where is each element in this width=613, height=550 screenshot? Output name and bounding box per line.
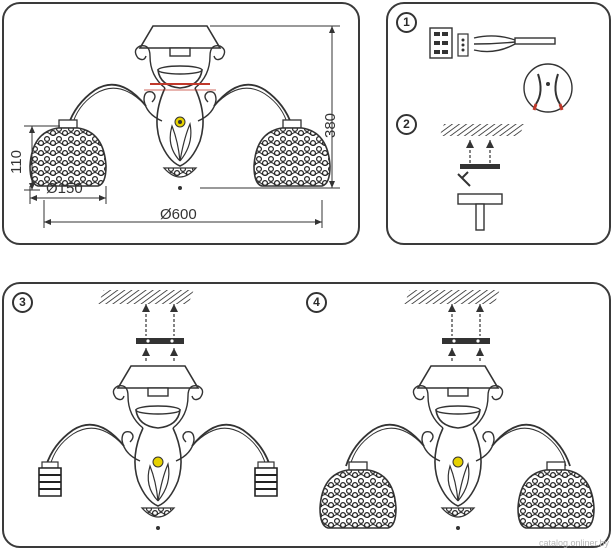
terminal-block-icon bbox=[429, 27, 469, 59]
step-3-badge: 3 bbox=[12, 292, 33, 313]
ceiling-mount-step2 bbox=[439, 124, 524, 231]
chandelier-step4 bbox=[345, 365, 571, 531]
chandelier-front-view bbox=[67, 25, 293, 191]
watermark: catalog.onliner.by bbox=[538, 538, 609, 548]
shade-left bbox=[29, 119, 107, 187]
socket-right bbox=[254, 461, 278, 497]
shade-diameter-label: Ø150 bbox=[46, 180, 83, 197]
shade-left-step4 bbox=[319, 461, 397, 529]
ceiling-mount-step3 bbox=[97, 289, 195, 363]
wire-bundle-icon bbox=[473, 35, 556, 53]
height-total-label: 380 bbox=[322, 112, 339, 138]
pliers-icon bbox=[523, 63, 573, 113]
ceiling-mount-step4 bbox=[403, 289, 501, 363]
steps-3-4-panel bbox=[2, 282, 611, 548]
shade-right-step4 bbox=[517, 461, 595, 529]
step-1-badge: 1 bbox=[396, 12, 417, 33]
chandelier-step3 bbox=[45, 365, 271, 531]
overall-diameter-label: Ø600 bbox=[160, 206, 197, 223]
step-4-badge: 4 bbox=[306, 292, 327, 313]
shade-right bbox=[253, 119, 331, 187]
shade-height-label: 110 bbox=[8, 150, 25, 174]
dimension-lines bbox=[24, 25, 340, 228]
socket-left bbox=[38, 461, 62, 497]
step-2-badge: 2 bbox=[396, 114, 417, 135]
